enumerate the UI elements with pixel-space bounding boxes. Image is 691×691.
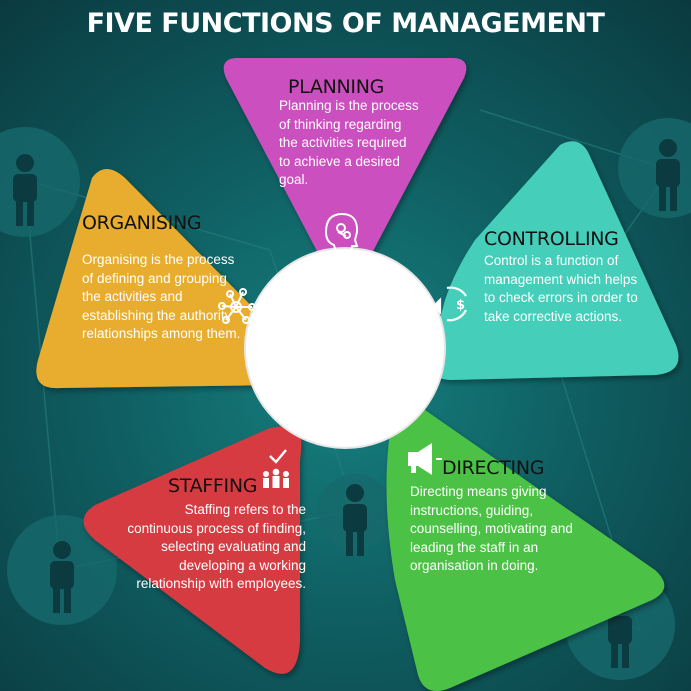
controlling-text: Control is a function of management whic…: [484, 253, 638, 324]
page-title: FIVE FUNCTIONS OF MANAGEMENT: [86, 8, 605, 39]
staffing-petal: [83, 424, 302, 674]
center-circle: [244, 247, 446, 449]
directing-text: Directing means giving instructions, gui…: [410, 484, 573, 574]
network-icon: [218, 288, 256, 324]
organising-heading: ORGANISING: [82, 212, 202, 234]
brain-head-icon: [324, 212, 359, 253]
organising-petal: [36, 169, 297, 389]
megaphone-icon: [408, 443, 442, 475]
planning-text: Planning is the process of thinking rega…: [279, 98, 419, 188]
organising-text: Organising is the process of defining an…: [82, 252, 241, 342]
planning-heading: PLANNING: [288, 76, 385, 98]
staffing-heading: STAFFING: [168, 475, 258, 497]
svg-text:$: $: [456, 298, 465, 313]
team-check-icon: [263, 449, 289, 488]
directing-petal: [386, 398, 665, 691]
controlling-petal: [428, 141, 679, 380]
staffing-text: Staffing refers to the continuous proces…: [127, 502, 306, 592]
planning-petal: [223, 58, 467, 287]
money-cycle-icon: $: [432, 286, 467, 322]
directing-heading: DIRECTING: [442, 457, 545, 479]
controlling-heading: CONTROLLING: [484, 228, 619, 250]
